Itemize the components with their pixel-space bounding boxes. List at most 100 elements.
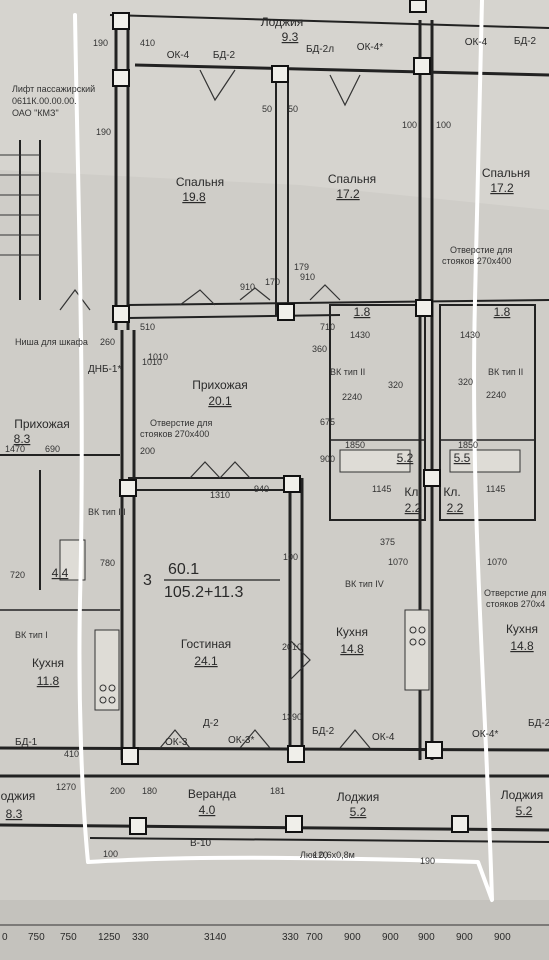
dimension-label: 190 (420, 856, 435, 866)
room-name: Гостиная (181, 637, 231, 651)
dimension-label: 710 (320, 322, 335, 332)
window-label: БД-2 (514, 36, 537, 47)
dimension-label: 1470 (5, 444, 25, 454)
dimension-label: 780 (100, 558, 115, 568)
window-label: ОК-4* (472, 729, 498, 740)
room-name: Лоджия (0, 789, 35, 803)
ruler-label: 750 (60, 932, 77, 943)
room-name: Кухня (32, 656, 64, 670)
window-label: ОК-3* (228, 735, 254, 746)
niche-label: Ниша для шкафа (15, 337, 88, 347)
dimension-label: 181 (270, 786, 285, 796)
room-name: Кухня (506, 622, 538, 636)
dimension-label: 510 (140, 322, 155, 332)
note: ВК тип II (330, 367, 365, 377)
room-name: Лоджия (337, 790, 380, 804)
dimension-label: 180 (142, 786, 157, 796)
dimension-label: 320 (458, 377, 473, 387)
dimension-label: 260 (100, 337, 115, 347)
dimension-label: 2010 (282, 642, 302, 652)
dimension-label: 900 (320, 454, 335, 464)
note: стояков 270х4 (486, 599, 545, 609)
ruler-label: 330 (132, 932, 149, 943)
room-area: 17.2 (490, 181, 514, 195)
window-label: ОК-4* (357, 42, 383, 53)
small-area: 5.5 (454, 451, 471, 465)
room-area: 14.8 (510, 639, 534, 653)
room-area: 2.2 (405, 501, 422, 515)
dimension-label: 100 (103, 849, 118, 859)
window-label: БД-2 (528, 718, 549, 729)
dimension-label: 1310 (210, 490, 230, 500)
ruler-label: 900 (494, 932, 511, 943)
dimension-label: 200 (140, 446, 155, 456)
window-label: Д-2 (203, 718, 219, 729)
dimension-label: 1270 (56, 782, 76, 792)
dimension-label: 2240 (486, 390, 506, 400)
columns (112, 0, 469, 835)
dimension-label: 675 (320, 417, 335, 427)
dimension-label: 179 (294, 262, 309, 272)
note: ВК тип II (488, 367, 523, 377)
walls (0, 14, 549, 843)
lift-label: Лифт пассажирский (12, 84, 95, 94)
window-label: БД-1 (15, 737, 38, 748)
dimension-label: 1390 (282, 712, 302, 722)
dimension-label: 1070 (487, 557, 507, 567)
dimension-label: 1430 (350, 330, 370, 340)
dimension-label: 1145 (372, 484, 391, 494)
window-label: ОК-3 (165, 737, 188, 748)
room-area: 5.2 (516, 804, 533, 818)
note: ВК тип I (15, 630, 48, 640)
room-area: 24.1 (194, 654, 218, 668)
room-area: 11.8 (37, 674, 60, 688)
dimension-label: 690 (45, 444, 60, 454)
ruler-label: 750 (28, 932, 45, 943)
header-room-name: Лоджия (261, 15, 304, 29)
small-area: 4.4 (52, 566, 69, 580)
paper-bottom (0, 900, 549, 960)
dimension-label: 120 (313, 850, 328, 860)
dimension-label: 910 (240, 282, 255, 292)
note: ВК тип IV (345, 579, 384, 589)
note: В-10 (190, 838, 212, 849)
dimension-label: 1070 (388, 557, 408, 567)
dimension-label: 1010 (142, 357, 162, 367)
dimension-label: 720 (10, 570, 25, 580)
ruler-label: 900 (456, 932, 473, 943)
header-room-area: 9.3 (282, 30, 299, 44)
dimension-label: 410 (64, 749, 79, 759)
note: Отверстие для (484, 588, 546, 598)
small-area: 1.8 (354, 305, 371, 319)
ruler-label: 900 (344, 932, 361, 943)
room-name: Спальня (176, 175, 224, 189)
room-name: Кл. (404, 485, 421, 499)
window-label: БД-2 (312, 726, 335, 737)
note: Отверстие для (450, 245, 512, 255)
window-label: БД-2 (213, 50, 236, 61)
room-name: Спальня (482, 166, 530, 180)
ruler-label: 0 (2, 932, 8, 943)
paper-top (0, 0, 549, 210)
lift-org: ОАО "КМЗ" (12, 108, 59, 118)
note: ВК тип III (88, 507, 126, 517)
dimension-label: 100 (283, 552, 298, 562)
room-area: 2.2 (447, 501, 464, 515)
window-label: БД-2л (306, 44, 334, 55)
ruler-label: 900 (382, 932, 399, 943)
dnb-label: ДНБ-1* (88, 364, 121, 375)
ruler-label: 900 (418, 932, 435, 943)
dimension-label: 100 (402, 120, 417, 130)
dimension-label: 50 (262, 104, 272, 114)
window-label: ОК-4 (167, 50, 190, 61)
dimension-label: 190 (96, 127, 111, 137)
room-name: Прихожая (192, 378, 248, 392)
dimension-label: 375 (380, 537, 395, 547)
dimension-label: 1850 (345, 440, 365, 450)
dimension-label: 1010 (148, 352, 168, 362)
ruler-label: 700 (306, 932, 323, 943)
hand-drawn-outline (73, 0, 494, 902)
